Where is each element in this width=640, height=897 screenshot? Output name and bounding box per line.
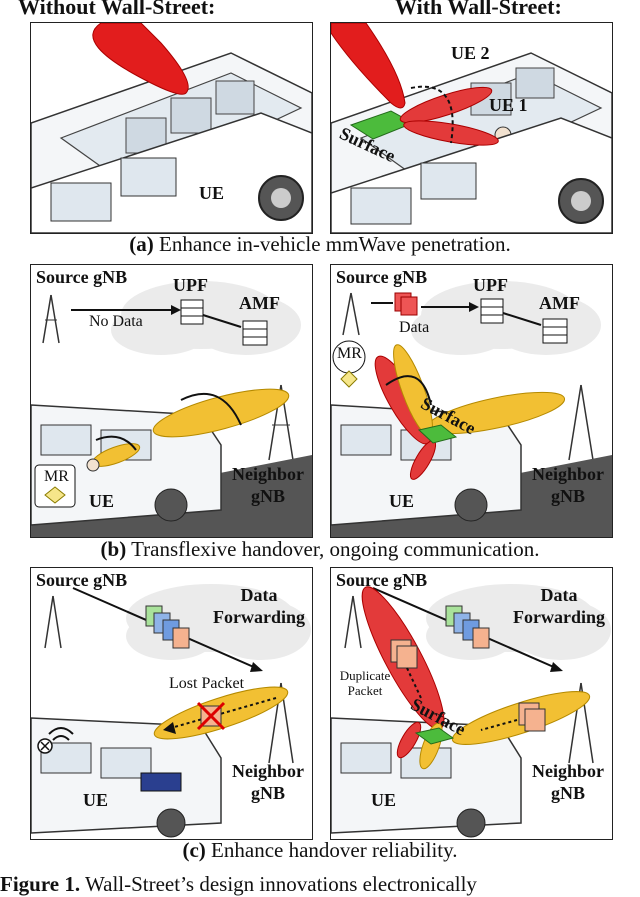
bus-interior-surface-illustration (331, 23, 612, 233)
ue-label: UE (199, 183, 225, 203)
forwarding-line2: Forwarding (513, 607, 605, 627)
amf-server-icon (542, 318, 568, 344)
ue-label: UE (83, 790, 109, 810)
neighbor-line1: Neighbor (532, 464, 604, 484)
bus-interior-illustration (31, 23, 312, 233)
caption-b: (b) Transflexive handover, ongoing commu… (0, 537, 640, 562)
neighbor-line2: gNB (550, 783, 585, 803)
neighbor-line2: gNB (250, 486, 285, 506)
mr-label: MR (337, 345, 362, 362)
caption-a-text: Enhance in-vehicle mmWave penetration. (153, 232, 511, 256)
caption-b-text: Transflexive handover, ongoing communica… (126, 537, 540, 561)
neighbor-line2: gNB (550, 486, 585, 506)
source-gnb-label: Source gNB (336, 570, 428, 590)
amf-label: AMF (239, 293, 280, 313)
source-gnb-label: Source gNB (36, 267, 128, 287)
ue-label: UE (89, 491, 115, 511)
panel-a-left: UE (30, 22, 313, 234)
amf-label: AMF (539, 293, 580, 313)
forwarding-line1: Data (540, 585, 578, 605)
source-tower-icon (344, 595, 362, 649)
neighbor-line1: Neighbor (232, 761, 304, 781)
panel-b-left: Source gNB UPF AMF No Data MR UE Neighbo… (30, 264, 313, 538)
figure-text: Wall-Street’s design innovations electro… (80, 872, 477, 896)
no-signal-icon (37, 727, 74, 754)
caption-c-tag: (c) (182, 838, 206, 862)
amf-server-icon (242, 320, 268, 346)
handover-illustration (31, 281, 312, 537)
mr-label: MR (44, 468, 69, 485)
source-gnb-label: Source gNB (36, 570, 128, 590)
duplicate-packet-illustration (331, 584, 611, 838)
upf-label: UPF (473, 275, 508, 295)
panel-a-right: UE 2 UE 1 Surface (330, 22, 613, 234)
header-without: Without Wall-Street: (18, 0, 216, 19)
ue2-label: UE 2 (451, 43, 490, 63)
upf-server-icon (180, 299, 204, 325)
no-data-label: No Data (89, 313, 143, 330)
source-tower-icon (44, 595, 62, 649)
neighbor-line2: gNB (250, 783, 285, 803)
duplicate-line2: Packet (347, 683, 383, 698)
ue-label: UE (371, 790, 397, 810)
source-gnb-label: Source gNB (336, 267, 428, 287)
duplicate-line1: Duplicate (339, 668, 391, 683)
neighbor-tower-icon (568, 384, 594, 461)
transflexive-handover-illustration (331, 281, 612, 537)
figure-caption: Figure 1. Wall-Street’s design innovatio… (0, 872, 477, 897)
upf-server-icon (480, 298, 504, 324)
ue1-label: UE 1 (489, 95, 528, 115)
ue-label: UE (389, 491, 415, 511)
panel-b-right: Source gNB UPF AMF Data MR Surface UE Ne… (330, 264, 613, 538)
data-label: Data (399, 319, 430, 336)
caption-c-text: Enhance handover reliability. (205, 838, 458, 862)
neighbor-line1: Neighbor (532, 761, 604, 781)
figure-tag: Figure 1. (0, 872, 81, 896)
upf-label: UPF (173, 275, 208, 295)
header-with: With Wall-Street: (395, 0, 562, 19)
forwarding-line2: Forwarding (213, 607, 305, 627)
neighbor-line1: Neighbor (232, 464, 304, 484)
source-tower-icon (42, 294, 60, 344)
caption-c: (c) Enhance handover reliability. (0, 838, 640, 863)
caption-b-tag: (b) (100, 537, 127, 561)
source-tower-icon (342, 292, 360, 336)
caption-a: (a) Enhance in-vehicle mmWave penetratio… (0, 232, 640, 257)
lost-packet-label: Lost Packet (169, 675, 245, 692)
caption-a-tag: (a) (129, 232, 154, 256)
packet-loss-illustration (31, 584, 311, 838)
forwarding-line1: Data (240, 585, 278, 605)
